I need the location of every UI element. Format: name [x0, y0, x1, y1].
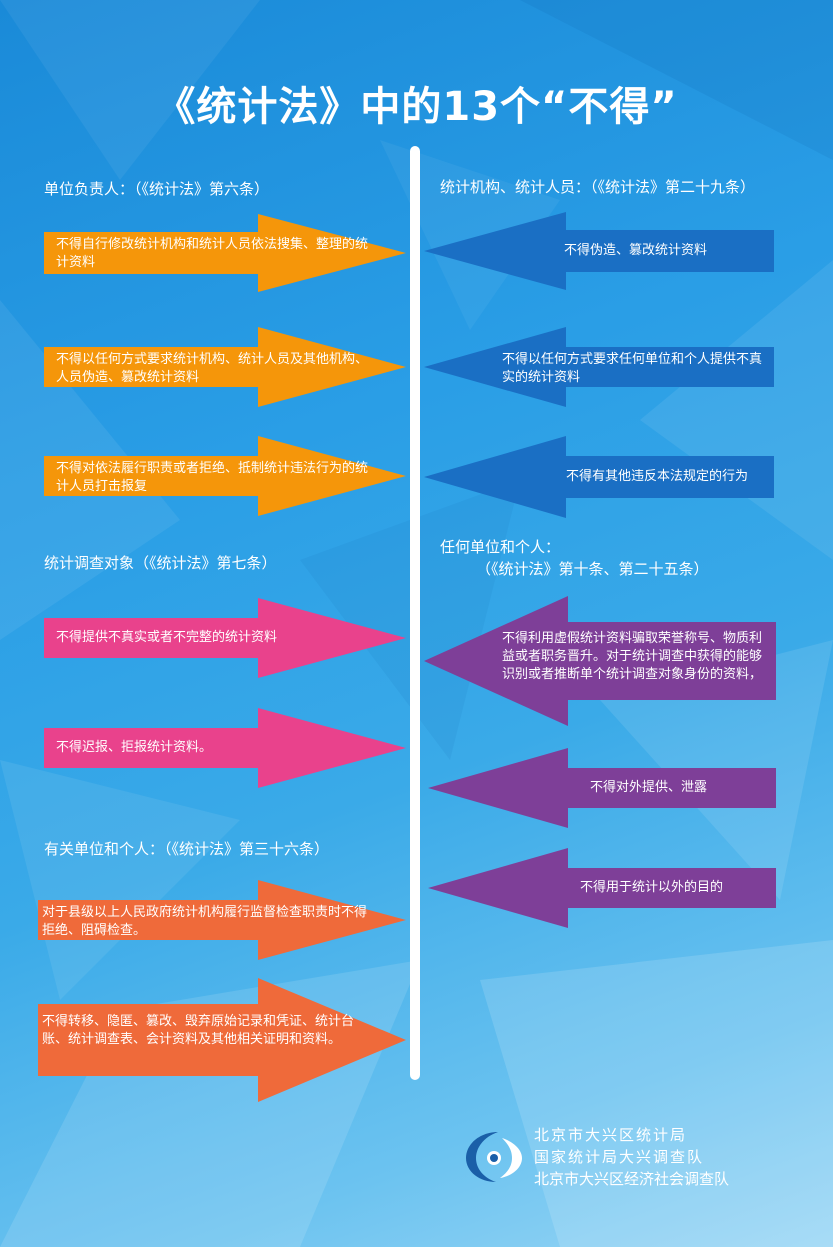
arrow-text: 不得有其他违反本法规定的行为 — [566, 469, 749, 484]
arrow-text: 不得自行修改统计机构和统计人员依法搜集、整理的统计资料 — [56, 237, 369, 270]
arrow-shape — [44, 327, 406, 407]
page-title: 《统计法》中的13个“不得” — [155, 84, 678, 130]
arrow-shape — [44, 598, 406, 678]
section-title-statistics-agency: 统计机构、统计人员：（《统计法》第二十九条） — [440, 178, 756, 196]
arrow-left-3: 不得对依法履行职责或者拒绝、抵制统计违法行为的统计人员打击报复 — [44, 436, 406, 516]
arrow-right-3: 不得有其他违反本法规定的行为 — [424, 436, 774, 518]
arrow-text: 不得对依法履行职责或者拒绝、抵制统计违法行为的统计人员打击报复 — [56, 461, 369, 494]
statistics-bureau-logo-icon — [466, 1132, 522, 1182]
footer-line-1: 北京市大兴区统计局 — [534, 1126, 688, 1144]
arrow-text: 不得提供不真实或者不完整的统计资料 — [56, 630, 278, 645]
arrow-right-2: 不得以任何方式要求任何单位和个人提供不真实的统计资料 — [424, 327, 774, 407]
arrow-left-4: 不得提供不真实或者不完整的统计资料 — [44, 598, 406, 678]
arrow-text: 不得利用虚假统计资料骗取荣誉称号、物质利益或者职务晋升。对于统计调查中获得的能够… — [502, 631, 763, 682]
arrow-shape — [38, 880, 406, 960]
arrow-left-6: 对于县级以上人民政府统计机构履行监督检查职责时不得拒绝、阻碍检查。 — [38, 880, 406, 960]
arrow-text: 不得迟报、拒报统计资料。 — [56, 740, 213, 755]
section-title-line-1: 任何单位和个人： — [440, 538, 561, 556]
arrow-text: 不得以任何方式要求统计机构、统计人员及其他机构、人员伪造、篡改统计资料 — [56, 352, 369, 385]
arrow-shape — [428, 748, 776, 828]
arrow-shape — [44, 436, 406, 516]
arrow-text: 不得转移、隐匿、篡改、毁弃原始记录和凭证、统计台账、统计调查表、会计资料及其他相… — [42, 1014, 355, 1047]
arrow-shape — [44, 214, 406, 292]
arrow-shape — [424, 212, 774, 290]
arrow-text: 不得以任何方式要求任何单位和个人提供不真实的统计资料 — [502, 352, 763, 385]
arrow-shape — [428, 848, 776, 928]
arrow-right-1: 不得伪造、篡改统计资料 — [424, 212, 774, 290]
section-title-related-units: 有关单位和个人：（《统计法》第三十六条） — [44, 840, 330, 858]
arrow-right-4: 不得利用虚假统计资料骗取荣誉称号、物质利益或者职务晋升。对于统计调查中获得的能够… — [424, 596, 776, 726]
arrow-shape — [424, 436, 774, 518]
arrow-right-6: 不得用于统计以外的目的 — [428, 848, 776, 928]
arrow-text: 对于县级以上人民政府统计机构履行监督检查职责时不得拒绝、阻碍检查。 — [42, 905, 368, 938]
arrow-left-7: 不得转移、隐匿、篡改、毁弃原始记录和凭证、统计台账、统计调查表、会计资料及其他相… — [38, 978, 406, 1102]
arrow-shape — [424, 596, 776, 726]
arrow-shape — [424, 327, 774, 407]
footer-line-3: 北京市大兴区经济社会调查队 — [534, 1170, 730, 1188]
arrow-shape — [38, 978, 406, 1102]
arrow-left-5: 不得迟报、拒报统计资料。 — [44, 708, 406, 788]
section-title-survey-object: 统计调查对象（《统计法》第七条） — [44, 554, 277, 572]
arrow-right-5: 不得对外提供、泄露 — [428, 748, 776, 828]
section-title-any-unit: 任何单位和个人： （《统计法》第十条、第二十五条） — [440, 536, 709, 580]
arrow-shape — [44, 708, 406, 788]
arrow-text: 不得对外提供、泄露 — [590, 780, 708, 795]
arrow-left-1: 不得自行修改统计机构和统计人员依法搜集、整理的统计资料 — [44, 214, 406, 292]
arrow-text: 不得伪造、篡改统计资料 — [564, 243, 708, 258]
arrow-text: 不得用于统计以外的目的 — [580, 880, 724, 895]
center-divider — [410, 146, 420, 1080]
section-title-line-2: （《统计法》第十条、第二十五条） — [476, 560, 709, 578]
section-title-unit-leader: 单位负责人：（《统计法》第六条） — [44, 180, 270, 198]
footer-line-2: 国家统计局大兴调查队 — [534, 1148, 705, 1166]
arrow-left-2: 不得以任何方式要求统计机构、统计人员及其他机构、人员伪造、篡改统计资料 — [44, 327, 406, 407]
